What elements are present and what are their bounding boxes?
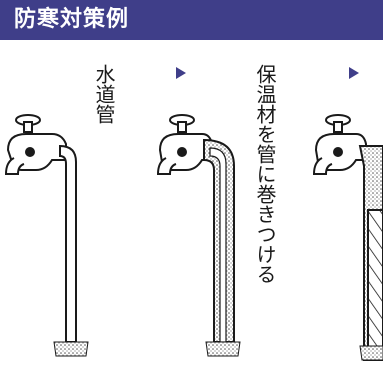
title-bar: [0, 0, 383, 40]
ground-icon: [205, 341, 241, 357]
covered-pipe: [358, 145, 383, 361]
bare-pipe: [59, 144, 77, 343]
page-title: 防寒対策例: [14, 7, 130, 32]
ground-icon: [359, 345, 383, 361]
label-water-pipe: 水道管: [92, 64, 116, 124]
arrow-right-icon: [349, 67, 359, 79]
label-insulation: 保温材を管に巻きつける: [253, 64, 277, 284]
arrow-right-icon: [176, 67, 186, 79]
faucet-icon: [156, 114, 213, 175]
ground-icon: [53, 341, 89, 357]
faucet-icon: [312, 114, 367, 175]
insulated-pipe: [203, 138, 235, 343]
frost-protection-diagram: [4, 114, 383, 361]
faucet-icon: [4, 114, 67, 175]
